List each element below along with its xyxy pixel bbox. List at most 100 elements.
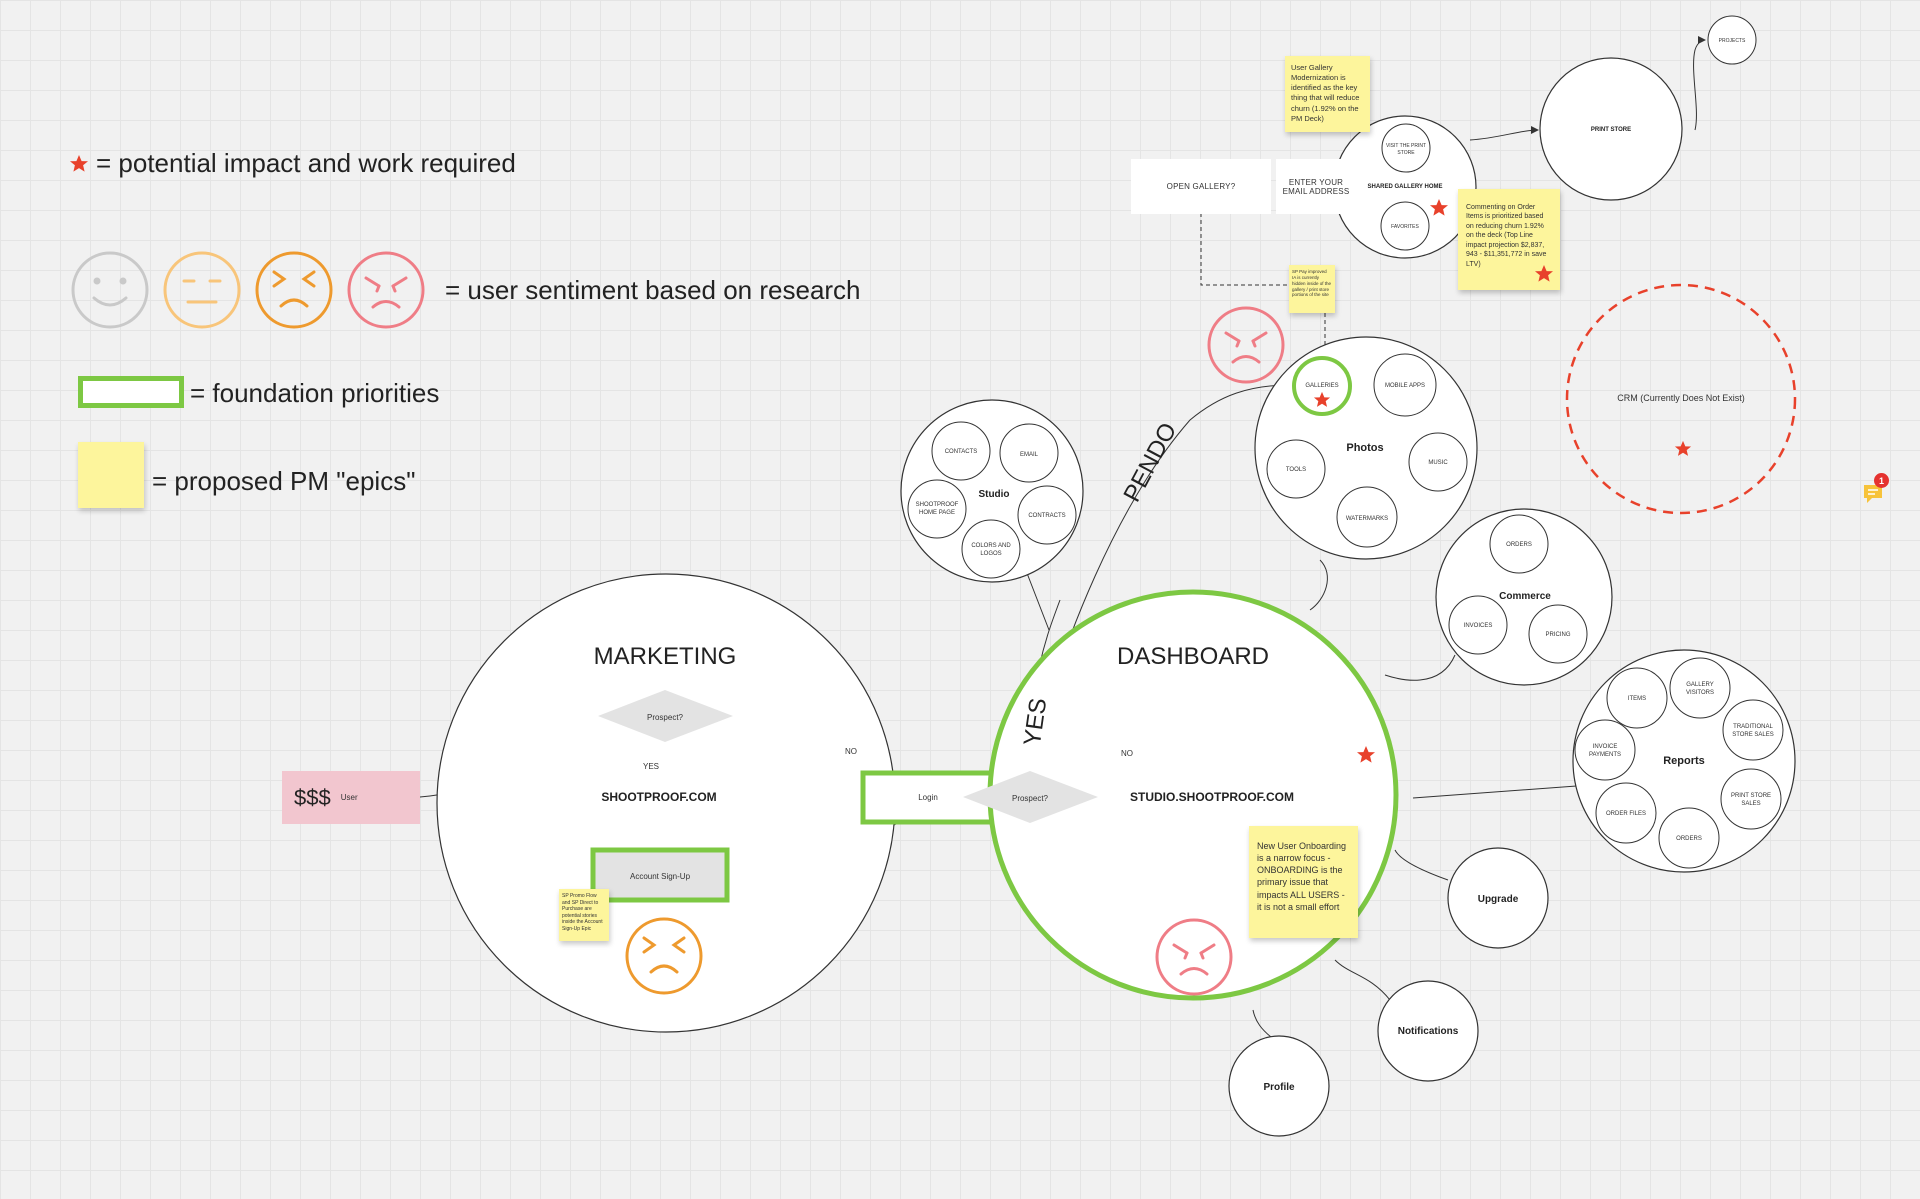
user-label: User [340, 793, 358, 802]
happy-face-icon [71, 251, 149, 329]
legend-sticky-swatch [78, 442, 144, 508]
reports-orders[interactable] [1658, 807, 1720, 869]
studio-colors-line-2: LOGOS [980, 551, 1001, 557]
studio-colors-logos-label: COLORS AND LOGOS [971, 543, 1011, 557]
projects-arrow [1693, 36, 1706, 131]
shared-gallery-label: SHARED GALLERY HOME [1367, 184, 1442, 190]
reports-print-store-sales[interactable] [1720, 768, 1782, 830]
favorites-label: FAVORITES [1391, 224, 1419, 230]
crm-node[interactable] [1565, 283, 1797, 515]
vps-line-1: VISIT THE PRINT [1386, 143, 1426, 149]
user-money-label: $$$ [294, 784, 331, 810]
dashboard-prospect-label: Prospect? [1012, 794, 1049, 803]
reports-title: Reports [1663, 755, 1705, 767]
photos-watermarks[interactable] [1336, 486, 1398, 548]
legend-star-icon [70, 155, 88, 172]
red-angry-face-icon [1155, 918, 1233, 996]
photos-tools[interactable] [1266, 439, 1326, 499]
commenting-sticky[interactable]: Commenting on Order Items is prioritized… [1458, 189, 1560, 290]
studio-contracts[interactable] [1017, 485, 1077, 545]
studio-colors-logos[interactable] [961, 519, 1021, 579]
studio-contacts[interactable] [931, 421, 991, 481]
tss-line-2: STORE SALES [1732, 732, 1774, 738]
photos-mobile-apps[interactable] [1373, 353, 1437, 417]
pss-line-2: SALES [1741, 801, 1760, 807]
comment-icon[interactable]: 1 [1862, 473, 1889, 505]
photos-galleries[interactable] [1292, 356, 1352, 416]
crm-label: CRM (Currently Does Not Exist) [1617, 393, 1745, 403]
orange-squint-face-icon [625, 917, 703, 995]
commerce-connector [1384, 654, 1456, 681]
studio-connector [1024, 567, 1050, 631]
comment-count-badge: 1 [1874, 473, 1889, 488]
commerce-pricing-label: PRICING [1545, 632, 1570, 638]
print-store-label: PRINT STORE [1591, 127, 1631, 133]
commerce-invoices-label: INVOICES [1464, 623, 1493, 629]
user-revenue-box[interactable]: $$$ User [282, 771, 420, 824]
pss-line-1: PRINT STORE [1731, 793, 1771, 799]
angry-face-icon [347, 251, 425, 329]
notifications-node[interactable] [1377, 980, 1479, 1082]
reports-items-label: ITEMS [1628, 696, 1646, 702]
photos-music[interactable] [1408, 432, 1468, 492]
sp-pay-sticky[interactable]: SP Pay improved IA is currently hidden i… [1289, 265, 1335, 313]
legend-foundation-swatch [78, 376, 184, 408]
studio-home-page-line-1: SHOOTPROOF [916, 502, 959, 508]
tss-line-1: TRADITIONAL [1733, 724, 1773, 730]
marketing-title: MARKETING [594, 643, 737, 670]
squint-face-icon [255, 251, 333, 329]
commenting-sticky-text: Commenting on Order Items is prioritized… [1466, 204, 1547, 268]
projects-label: PROJECTS [1719, 38, 1746, 44]
photos-watermarks-label: WATERMARKS [1346, 516, 1388, 522]
photos-title: Photos [1346, 442, 1383, 454]
signup-epic-sticky[interactable]: SP Promo Flow and SP Direct to Purchase … [559, 889, 609, 941]
legend-star-text: = potential impact and work required [96, 148, 516, 178]
reports-traditional-store-sales[interactable] [1722, 699, 1784, 761]
studio-home-page[interactable] [907, 479, 967, 539]
marketing-section: MARKETING Prospect? NO YES SHOOTPROOF.CO… [436, 573, 896, 1033]
enter-email-card[interactable]: ENTER YOUR EMAIL ADDRESS [1276, 159, 1356, 214]
reports-items[interactable] [1606, 667, 1668, 729]
open-gallery-card[interactable]: OPEN GALLERY? [1131, 159, 1271, 214]
studio-contacts-label: CONTACTS [945, 449, 978, 455]
commenting-star-icon [1535, 265, 1553, 282]
commerce-pricing[interactable] [1528, 604, 1588, 664]
neutral-face-icon [163, 251, 241, 329]
marketing-yes-label: YES [643, 762, 659, 771]
studio-title: Studio [978, 489, 1009, 500]
visit-print-store-node[interactable] [1381, 123, 1431, 173]
commerce-orders[interactable] [1489, 514, 1549, 574]
crm-impact-star-icon [1674, 440, 1692, 456]
reports-order-files[interactable] [1595, 782, 1657, 844]
login-label: Login [918, 793, 938, 802]
print-store-node[interactable] [1539, 57, 1683, 201]
reports-gallery-visitors[interactable] [1669, 657, 1731, 719]
marketing-no-label: NO [845, 747, 857, 756]
projects-node[interactable] [1707, 15, 1757, 65]
gv-line-2: VISITORS [1686, 690, 1714, 696]
account-signup-box[interactable] [590, 847, 730, 903]
dashboard-title: DASHBOARD [1117, 643, 1269, 670]
studio-colors-line-1: COLORS AND [971, 543, 1011, 549]
studio-email[interactable] [999, 423, 1059, 483]
print-store-arrow [1469, 126, 1539, 141]
upgrade-node[interactable] [1447, 847, 1549, 949]
reports-connector [1412, 784, 1591, 799]
photos-mobile-apps-label: MOBILE APPS [1385, 383, 1425, 389]
yes-path-label: YES [1019, 696, 1052, 747]
commerce-invoices[interactable] [1448, 595, 1508, 655]
gallery-modernization-sticky[interactable]: User Gallery Modernization is identified… [1285, 56, 1370, 132]
reports-orders-label: ORDERS [1676, 836, 1702, 842]
onboarding-sticky[interactable]: New User Onboarding is a narrow focus - … [1249, 826, 1358, 938]
marketing-prospect-label: Prospect? [647, 713, 684, 722]
ip-line-1: INVOICE [1593, 744, 1618, 750]
notifications-label: Notifications [1398, 1026, 1459, 1037]
profile-node[interactable] [1228, 1035, 1330, 1137]
marketing-prospect-decision[interactable] [598, 690, 733, 742]
favorites-node[interactable] [1380, 201, 1430, 251]
dashboard-prospect-decision[interactable] [963, 771, 1098, 823]
reports-invoice-payments[interactable] [1574, 719, 1636, 781]
